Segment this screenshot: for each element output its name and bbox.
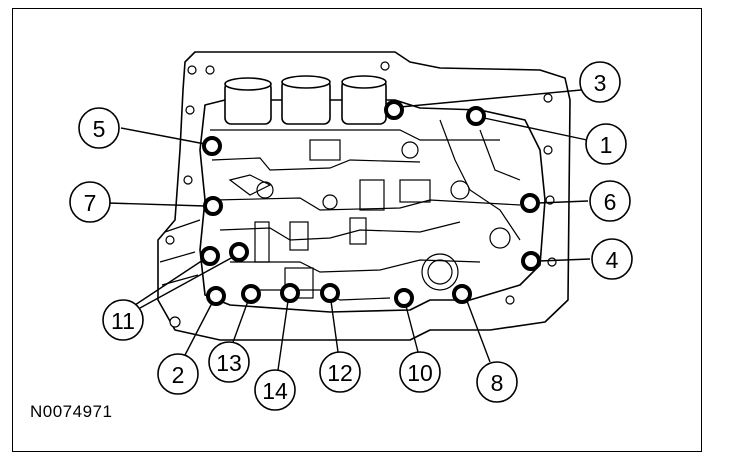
bolt-12 xyxy=(320,283,340,303)
callout-8: 8 xyxy=(491,370,504,396)
callout-6: 6 xyxy=(604,189,617,215)
bolt-1 xyxy=(466,106,486,126)
bolt-11b xyxy=(229,242,249,262)
valve-body-detail xyxy=(159,119,521,301)
callout-12: 12 xyxy=(327,360,353,386)
bolt-6 xyxy=(520,193,540,213)
bolt-7 xyxy=(203,196,223,216)
callout-1: 1 xyxy=(600,132,613,158)
pan-bolt-holes xyxy=(165,61,557,328)
bolt-3 xyxy=(384,100,404,120)
callout-2: 2 xyxy=(172,362,185,388)
leader-lines xyxy=(107,89,591,371)
bolt-8 xyxy=(452,284,472,304)
callout-14: 14 xyxy=(262,378,288,404)
callout-13: 13 xyxy=(216,350,242,376)
bolt-13 xyxy=(241,284,261,304)
callout-5: 5 xyxy=(93,116,106,142)
case-outline xyxy=(157,51,571,341)
callout-3: 3 xyxy=(594,70,607,96)
bolt-11a xyxy=(200,246,220,266)
solenoids xyxy=(224,75,387,125)
bolt-heads xyxy=(200,100,541,308)
callout-11: 11 xyxy=(111,308,135,334)
figure-id: N0074971 xyxy=(30,402,113,421)
bolt-2 xyxy=(206,286,226,306)
bolt-5 xyxy=(202,136,222,156)
bolt-14 xyxy=(280,283,300,303)
callout-7: 7 xyxy=(84,190,97,216)
callout-circles xyxy=(69,61,633,411)
bolt-10 xyxy=(394,288,414,308)
callout-4: 4 xyxy=(606,247,619,273)
callout-10: 10 xyxy=(407,360,433,386)
bolt-4 xyxy=(521,251,541,271)
